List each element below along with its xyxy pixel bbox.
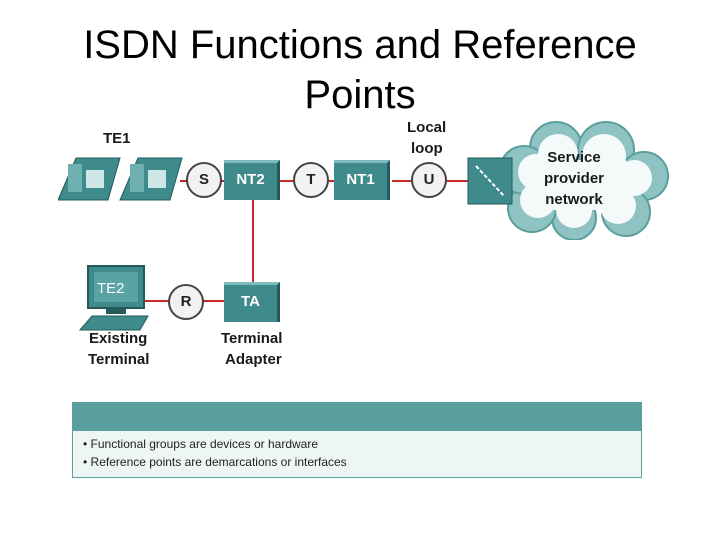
- link-nt2-ta: [252, 200, 254, 288]
- note-text: Functional groups are devices or hardwar…: [90, 437, 319, 451]
- local-loop-label-line-2: loop: [411, 140, 443, 157]
- note-text: Reference points are demarcations or int…: [90, 455, 347, 469]
- link-te1-s: [180, 180, 380, 182]
- reference-point-r: R: [168, 284, 204, 320]
- cloud-label-line-2: provider: [543, 170, 604, 187]
- note-item: • Functional groups are devices or hardw…: [83, 437, 319, 451]
- cloud-label-line-3: network: [545, 191, 603, 208]
- terminal-adapter-label-line-2: Adapter: [225, 351, 282, 368]
- nt2-device: NT2: [224, 160, 280, 200]
- note-item: • Reference points are demarcations or i…: [83, 455, 347, 469]
- service-provider-cloud-icon: [467, 121, 669, 240]
- page-title-line-2: Points: [304, 73, 416, 117]
- notes-panel: • Functional groups are devices or hardw…: [72, 402, 642, 478]
- te2-label: TE2: [97, 280, 125, 297]
- existing-terminal-label-line-2: Terminal: [88, 351, 150, 368]
- te1-phones-icon: [58, 157, 183, 201]
- terminal-adapter-label-line-1: Terminal: [221, 330, 283, 347]
- reference-point-s: S: [186, 162, 222, 198]
- nt1-device: NT1: [334, 160, 390, 200]
- existing-terminal-label-line-1: Existing: [89, 330, 148, 347]
- page-title-line-1: ISDN Functions and Reference: [83, 23, 637, 67]
- reference-point-t: T: [293, 162, 329, 198]
- notes-panel-body: • Functional groups are devices or hardw…: [72, 430, 642, 478]
- te2-computer-icon: [78, 265, 149, 331]
- ta-device: TA: [224, 282, 280, 322]
- reference-point-u: U: [411, 162, 447, 198]
- local-loop-label-line-1: Local: [407, 119, 447, 136]
- te1-label: TE1: [103, 130, 131, 147]
- cloud-label-line-1: Service: [547, 149, 601, 166]
- notes-panel-header: [72, 402, 642, 430]
